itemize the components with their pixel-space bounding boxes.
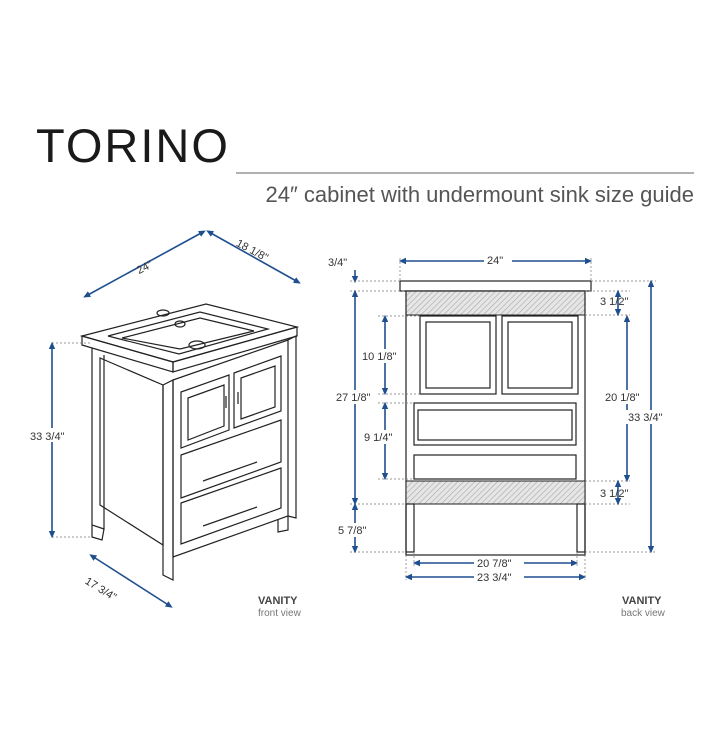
leg-height-label-bg [336,523,376,537]
sink-rim [107,311,271,355]
inner-height-label: 20 1/8" [605,392,640,404]
back-view-sublabel: back view [621,608,666,619]
cabinet-front-face [172,339,289,558]
outer-width-label: 23 3/4" [477,572,512,584]
front-view-label: VANITY [258,595,298,607]
lower-opening-label: 9 1/4" [364,432,392,444]
left-door [180,374,230,449]
total-height-label-bg [626,410,674,424]
faucet-hole [156,309,170,317]
right-door-glass [240,365,276,420]
front-height-label: 33 3/4" [30,431,65,443]
cabinet-right-post [287,335,297,519]
back-left-leg [405,503,415,553]
back-upper-drawer-inner [417,409,573,441]
back-countertop [399,280,592,292]
page-subtitle: 24″ cabinet with undermount sink size gu… [265,182,694,207]
top-thickness-label: 3/4" [328,257,347,269]
lower-drawer-pull [202,506,258,527]
back-left-door-inner [425,321,491,389]
back-view-label: VANITY [622,595,662,607]
mid-height-label-bg [334,390,378,404]
leg-height-label: 5 7/8" [338,525,366,537]
overflow-hole [174,320,186,328]
upper-drawer [180,419,282,499]
inner-width-label: 20 7/8" [477,558,512,570]
title-divider [236,172,694,174]
countertop-side-edge [172,326,298,373]
back-right-leg [576,503,586,553]
back-lower-panel [405,480,586,505]
lower-drawer [180,467,282,545]
back-top-width-label: 24" [487,255,503,267]
back-view-dimensions: 24" 3/4" 27 1/8" 10 1/8" 9 1/4" 5 7/8" 3 [328,253,674,584]
back-upper-drawer [413,402,577,446]
front-depth-label: 18 1/8" [234,237,270,264]
sink-basin [121,317,255,350]
right-door [233,355,282,429]
depth-dimension-line [206,230,301,284]
front-view-cabinet [79,303,300,581]
back-right-door-inner [507,321,573,389]
lower-opening-label-bg [360,430,400,444]
cabinet-left-post [91,348,105,530]
inner-height-label-bg [603,390,647,404]
lower-panel-label: 3 1/2" [600,488,628,500]
back-view-cabinet [399,280,592,556]
base-depth-dimension-line [89,554,173,608]
upper-opening-label: 10 1/8" [362,351,397,363]
mid-height-label: 27 1/8" [336,392,371,404]
front-height-label-bg [28,428,76,442]
front-width-label: 24" [135,259,155,277]
right-rear-leg [277,516,289,533]
drain-hole [188,340,206,350]
width-dimension-line [83,230,206,298]
inner-width-label-bg [474,556,524,570]
back-lower-drawer [413,454,577,480]
back-right-door [501,315,579,395]
upper-opening-label-bg [358,349,402,363]
back-left-door [419,315,497,395]
front-view-sublabel: front view [258,608,302,619]
upper-panel-label: 3 1/2" [600,296,628,308]
back-upper-panel [405,290,586,316]
left-door-glass [187,384,225,441]
cabinet-left-side [99,357,164,547]
back-top-width-label-bg [484,253,512,267]
upper-drawer-pull [202,461,258,482]
back-cabinet-frame [405,290,586,556]
total-height-label: 33 3/4" [628,412,663,424]
countertop-top-face [79,303,300,363]
outer-width-label-bg [474,570,524,584]
front-base-depth-label: 17 3/4" [83,575,119,604]
left-front-leg [91,525,105,541]
page-title: TORINO [36,119,230,172]
cabinet-front-post [162,379,174,581]
